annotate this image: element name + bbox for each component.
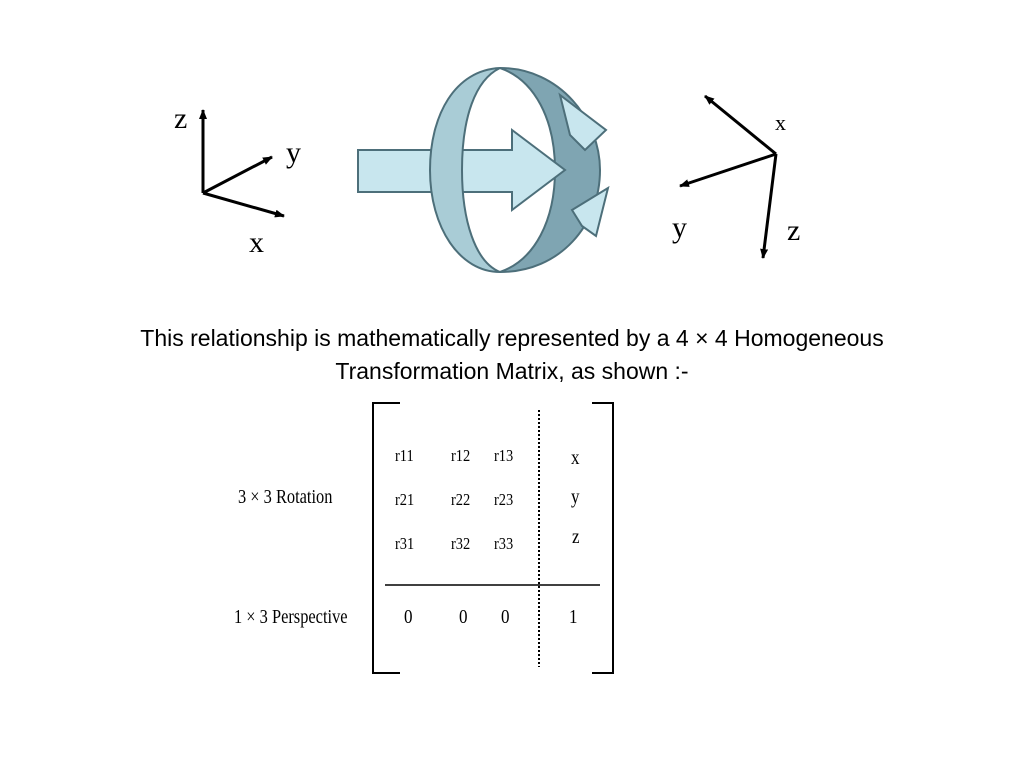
matrix-cell-r22: r22: [451, 490, 471, 509]
transformed-z-axis: [760, 153, 778, 259]
caption: This relationship is mathematically repr…: [40, 322, 984, 388]
transformed-y-axis: [679, 152, 777, 188]
matrix-cell-tx: x: [571, 447, 580, 469]
matrix-cell-r12: r12: [451, 446, 471, 465]
original-x-label: x: [249, 226, 264, 259]
matrix-cell-r33: r33: [494, 534, 514, 553]
matrix-cell-r23: r23: [494, 490, 514, 509]
original-y-axis: [202, 155, 273, 195]
original-y-label: y: [286, 136, 301, 169]
original-frame-axes: [199, 109, 285, 218]
original-z-label: z: [174, 102, 188, 135]
caption-line-2: Transformation Matrix, as shown :-: [335, 358, 689, 384]
rotation-arrowhead-top: [558, 92, 608, 152]
matrix-cell-r31: r31: [395, 534, 415, 553]
rotation-ring-front: [428, 67, 501, 273]
transformed-frame-axes: [679, 94, 778, 259]
matrix-cell-p3: 0: [501, 606, 510, 628]
matrix-cell-scale: 1: [569, 606, 578, 628]
transformed-z-label: z: [787, 214, 801, 247]
transformation-illustration: [199, 67, 778, 273]
transformed-x-label: x: [775, 110, 786, 135]
rotation-arrowhead-bottom: [570, 185, 610, 238]
rotation-row-label: 3 × 3 Rotation: [238, 486, 333, 508]
transformed-y-label: y: [672, 211, 687, 244]
matrix-cell-p1: 0: [404, 606, 413, 628]
matrix-cell-ty: y: [571, 486, 580, 508]
matrix-cell-r11: r11: [395, 446, 414, 465]
matrix-cell-r32: r32: [451, 534, 471, 553]
matrix-right-bracket: [592, 402, 614, 674]
transformed-x-axis: [704, 94, 777, 156]
caption-line-1: This relationship is mathematically repr…: [140, 325, 884, 351]
matrix-cell-r13: r13: [494, 446, 514, 465]
matrix-cell-tz: z: [572, 526, 580, 548]
matrix-cell-r21: r21: [395, 490, 415, 509]
original-x-axis: [202, 191, 285, 218]
matrix-cell-p2: 0: [459, 606, 468, 628]
perspective-row-label: 1 × 3 Perspective: [234, 606, 348, 628]
